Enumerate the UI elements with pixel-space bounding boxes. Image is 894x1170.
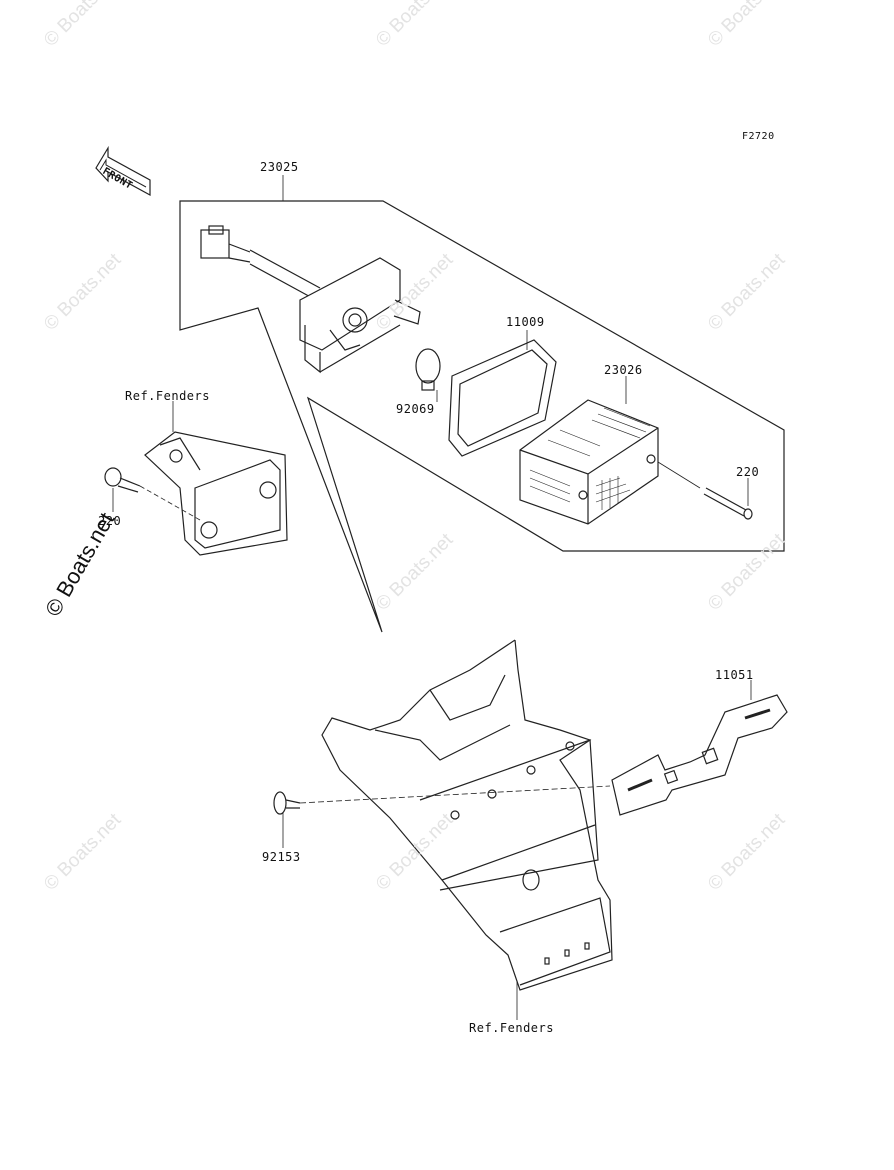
part-number-220-left: 220: [98, 514, 122, 528]
lens: [519, 399, 659, 525]
socket-housing: [299, 257, 421, 374]
license-bracket: [611, 694, 788, 816]
figure-code: F2720: [742, 131, 775, 142]
part-number-11051: 11051: [715, 668, 754, 682]
lamp-base: [144, 431, 288, 556]
group-outline: [179, 200, 785, 633]
part-number-11009: 11009: [506, 315, 545, 329]
part-number-220: 220: [736, 465, 760, 479]
front-arrow-icon: [95, 145, 151, 197]
bulb: [415, 348, 441, 391]
part-number-92069: 92069: [396, 402, 435, 416]
gasket: [448, 339, 557, 457]
screw-220: [657, 461, 753, 520]
ref-fenders-top-label: Ref.Fenders: [125, 389, 210, 403]
rear-fender: [321, 639, 613, 991]
connector-wire: [200, 225, 321, 301]
bolt-92153: [273, 785, 611, 815]
ref-fenders-bottom-label: Ref.Fenders: [469, 1021, 554, 1035]
screw-220-left: [104, 467, 201, 521]
part-number-92153: 92153: [262, 850, 301, 864]
part-number-23025: 23025: [260, 160, 299, 174]
part-number-23026: 23026: [604, 363, 643, 377]
